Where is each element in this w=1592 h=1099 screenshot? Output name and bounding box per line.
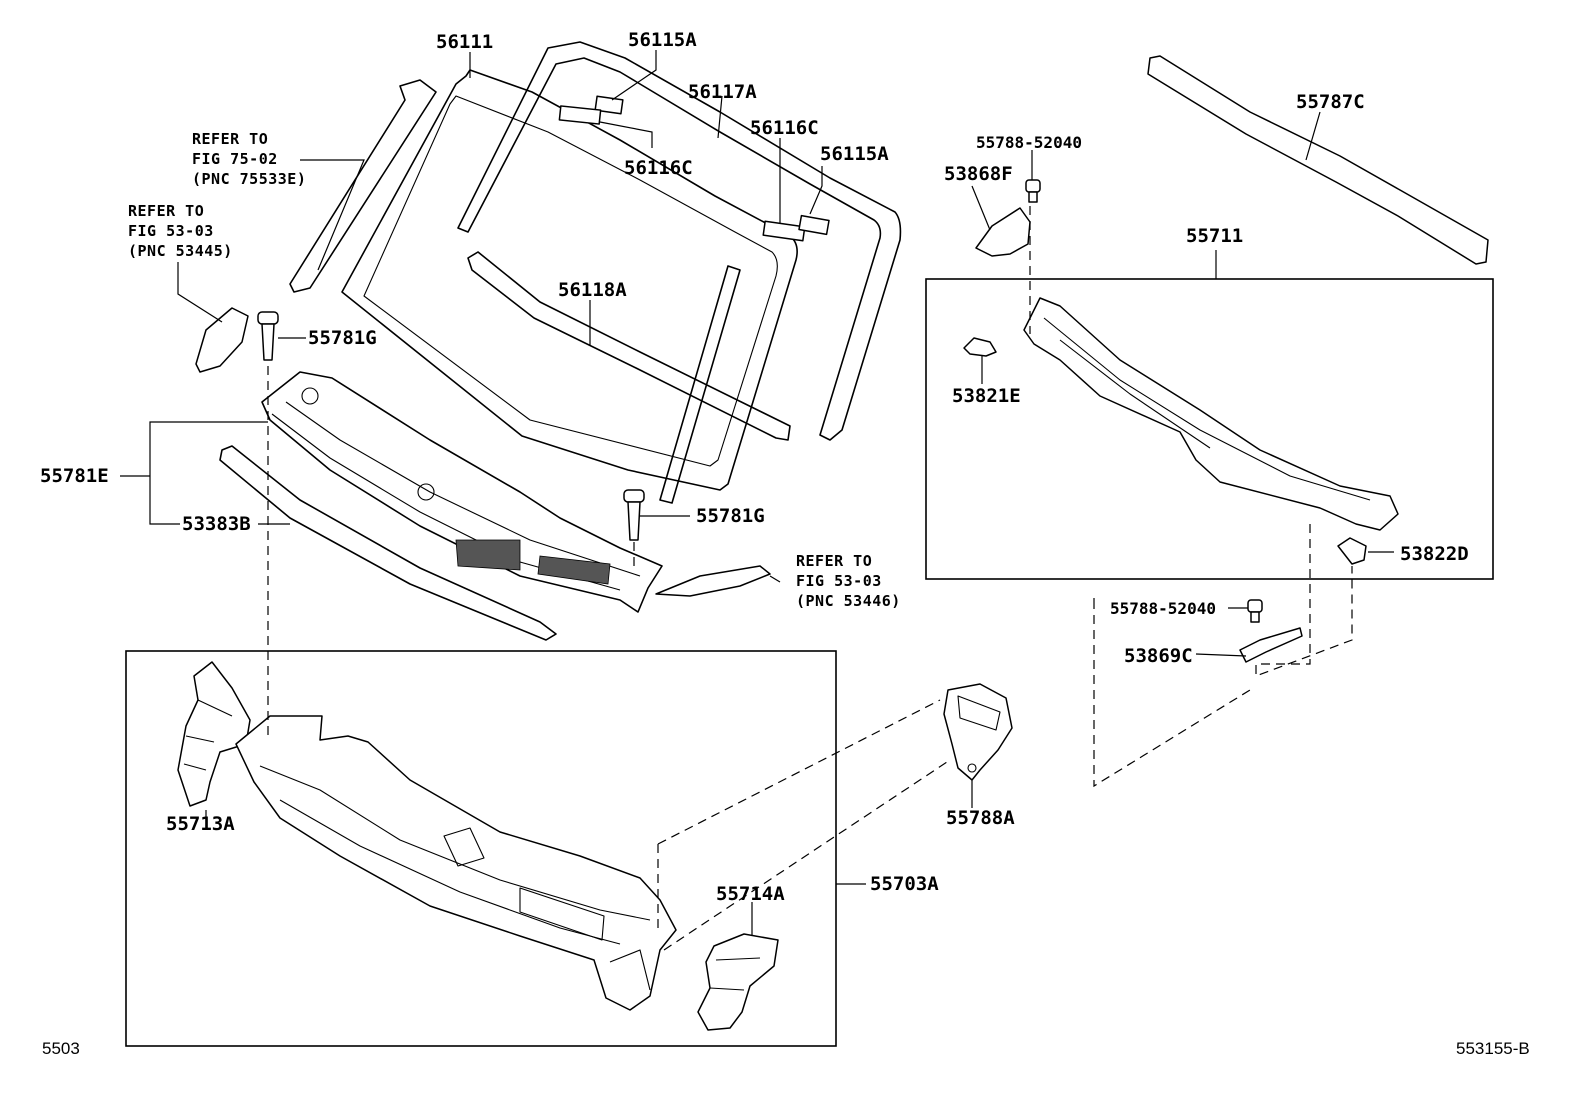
dashed-connectors xyxy=(267,206,1353,951)
label-53869c: 53869C xyxy=(1124,645,1193,667)
footer-left-code: 5503 xyxy=(42,1039,80,1058)
cowl-panel-55703a xyxy=(235,715,677,1011)
label-55781g-top: 55781G xyxy=(308,327,377,349)
svg-text:REFER TO: REFER TO xyxy=(192,130,268,148)
clip-56115a-right xyxy=(798,214,830,236)
label-55788-52040-bottom: 55788-52040 xyxy=(1110,599,1216,618)
clip-53821e xyxy=(963,337,997,357)
label-56115a-top: 56115A xyxy=(628,29,697,51)
label-56118a: 56118A xyxy=(558,279,627,301)
label-53822d: 53822D xyxy=(1400,543,1469,565)
svg-text:FIG 53-03: FIG 53-03 xyxy=(796,572,882,590)
leader-lines xyxy=(120,50,1394,936)
bracket-53868f xyxy=(975,207,1031,257)
cowl-side-cover-left xyxy=(195,307,249,373)
windshield-glass-56111 xyxy=(341,69,798,491)
svg-text:REFER TO: REFER TO xyxy=(796,552,872,570)
label-56115a-right: 56115A xyxy=(820,143,889,165)
label-55788a: 55788A xyxy=(946,807,1015,829)
strip-56118a xyxy=(467,251,791,441)
cowl-seal-53383b xyxy=(219,445,557,641)
svg-text:FIG 75-02: FIG 75-02 xyxy=(192,150,278,168)
svg-text:REFER TO: REFER TO xyxy=(128,202,204,220)
part-55788a xyxy=(943,683,1013,781)
label-56116c-left: 56116C xyxy=(624,157,693,179)
box-55711 xyxy=(925,278,1494,580)
svg-text:(PNC 53446): (PNC 53446) xyxy=(796,592,901,610)
bracket-55713a xyxy=(177,661,251,807)
cowl-top-55781e xyxy=(261,371,663,613)
label-55781g-mid: 55781G xyxy=(696,505,765,527)
clip-56115a-top xyxy=(594,95,624,115)
cowl-panel-55711 xyxy=(1023,297,1399,531)
refer-note-75533e: REFER TO FIG 75-02 (PNC 75533E) xyxy=(192,130,306,188)
label-55703a: 55703A xyxy=(870,873,939,895)
cowl-side-cover-right xyxy=(655,565,771,597)
svg-text:(PNC 53445): (PNC 53445) xyxy=(128,242,233,260)
label-56111: 56111 xyxy=(436,31,493,53)
label-55711: 55711 xyxy=(1186,225,1243,247)
side-moulding-right xyxy=(659,265,741,504)
refer-note-53445: REFER TO FIG 53-03 (PNC 53445) xyxy=(128,202,233,260)
seal-55787c xyxy=(1147,55,1489,265)
refer-note-53446: REFER TO FIG 53-03 (PNC 53446) xyxy=(796,552,901,610)
label-53868f: 53868F xyxy=(944,163,1013,185)
pin-55781g-top xyxy=(257,311,279,361)
label-56116c-right: 56116C xyxy=(750,117,819,139)
footer-right-code: 553155-B xyxy=(1456,1039,1530,1058)
label-53383b: 53383B xyxy=(182,513,251,535)
bracket-53869c xyxy=(1239,627,1303,663)
side-moulding-left xyxy=(289,79,437,293)
pin-55781g-mid xyxy=(623,489,645,541)
label-56117a: 56117A xyxy=(688,81,757,103)
clip-56116c-right xyxy=(762,220,806,242)
moulding-56117a xyxy=(457,41,902,441)
label-55781e: 55781E xyxy=(40,465,109,487)
label-55788-52040-top: 55788-52040 xyxy=(976,133,1082,152)
label-55787c: 55787C xyxy=(1296,91,1365,113)
clip-53822d xyxy=(1337,537,1367,565)
bolt-55788-52040-bottom xyxy=(1247,599,1263,623)
bolt-55788-52040-top xyxy=(1025,179,1041,203)
label-55713a: 55713A xyxy=(166,813,235,835)
label-53821e: 53821E xyxy=(952,385,1021,407)
part-labels: 56111 56115A 56117A 56116C 56116C 56115A… xyxy=(40,29,1469,905)
box-55703a xyxy=(125,650,837,1047)
svg-text:(PNC 75533E): (PNC 75533E) xyxy=(192,170,306,188)
bracket-55714a xyxy=(697,933,779,1031)
label-55714a: 55714A xyxy=(716,883,785,905)
svg-text:FIG 53-03: FIG 53-03 xyxy=(128,222,214,240)
clip-56116c-left xyxy=(558,105,602,125)
